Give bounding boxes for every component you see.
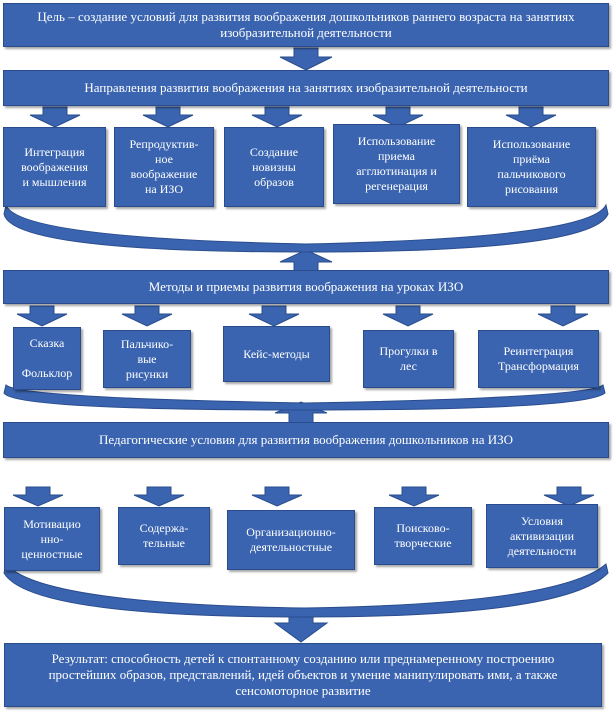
goal-text: Цель – создание условий для развития воо… — [37, 8, 575, 40]
direction-item: Использование приема агглютинация и реге… — [333, 124, 460, 204]
arrow-up — [279, 249, 333, 273]
result-box: Результат: способность детей к спонтанно… — [4, 643, 602, 707]
methods-title: Методы и приемы развития воображения на … — [148, 278, 464, 294]
method-item: Прогулки в лес — [363, 330, 454, 388]
directions-title: Направления развития воображения на заня… — [84, 79, 528, 95]
direction-item: Использование приёма пальчикового рисова… — [467, 127, 596, 207]
conditions-header: Педагогические условия для развития вооб… — [3, 422, 609, 458]
arrow-down — [505, 106, 557, 128]
arrow-down — [16, 305, 68, 327]
arrow-down — [537, 305, 589, 327]
arrow-down — [543, 486, 595, 507]
direction-item: Создание новизны образов — [224, 127, 324, 207]
arrow-down — [142, 106, 194, 128]
method-item: Сказка Фольклор — [13, 327, 81, 390]
arrow-down — [12, 486, 64, 507]
direction-item: Интеграция воображения и мышления — [3, 127, 106, 207]
condition-item: Условия активизации деятельности — [486, 504, 598, 568]
condition-item: Содержа- тельные — [118, 507, 210, 565]
arrow-down — [29, 106, 81, 128]
arrow-down — [121, 305, 173, 327]
condition-item: Организационно- деятельностные — [227, 510, 355, 570]
arrow-down — [382, 305, 434, 327]
condition-item: Поисково- творческие — [374, 507, 472, 565]
curved-connector — [3, 384, 606, 411]
methods-header: Методы и приемы развития воображения на … — [3, 270, 609, 304]
arrow-down — [251, 486, 303, 507]
curved-connector — [3, 203, 609, 253]
arrow-down — [388, 486, 440, 507]
arrow-down — [372, 106, 424, 128]
directions-header: Направления развития воображения на заня… — [3, 70, 609, 106]
arrow-down — [133, 486, 185, 507]
arrow-down — [279, 47, 333, 71]
conditions-title: Педагогические условия для развития вооб… — [98, 431, 514, 447]
result-text: Результат: способность детей к спонтанно… — [48, 650, 558, 699]
direction-item: Репродуктив- ное воображение на ИЗО — [114, 127, 214, 207]
method-item: Пальчико- вые рисунки — [103, 330, 191, 388]
condition-item: Мотивацио нно- ценностные — [4, 507, 100, 571]
arrow-down — [248, 305, 300, 327]
goal-box: Цель – создание условий для развития воо… — [3, 3, 609, 47]
arrow-down — [251, 106, 303, 128]
method-item: Кейс-методы — [223, 326, 330, 382]
curved-connector — [3, 562, 609, 618]
method-item: Реинтеграция Трансформация — [478, 330, 599, 388]
arrow-down — [273, 613, 329, 643]
